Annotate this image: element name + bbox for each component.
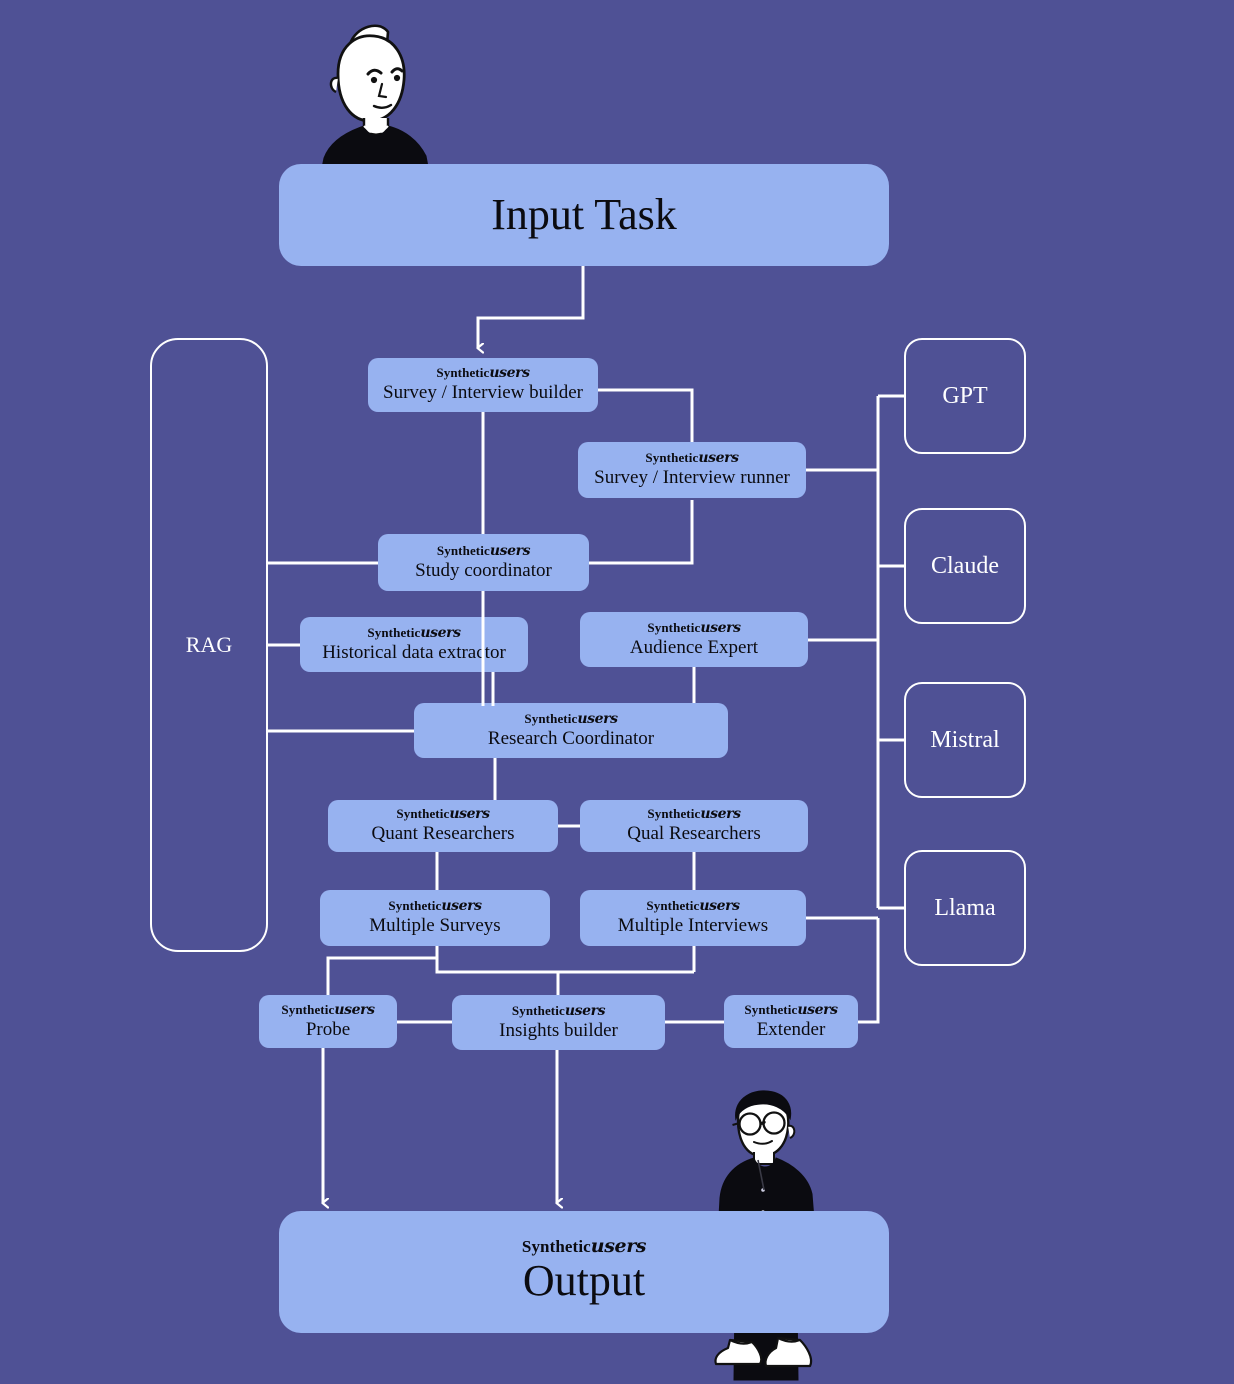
node-label: Multiple Surveys (369, 915, 501, 937)
node-probe[interactable]: Syntheticusers Probe (259, 995, 397, 1048)
node-label: Mistral (930, 727, 1000, 753)
brand-logo: Syntheticusers (521, 1235, 647, 1258)
brand-logo: Syntheticusers (396, 806, 490, 823)
node-multiple-interviews[interactable]: Syntheticusers Multiple Interviews (580, 890, 806, 946)
node-label: Output (522, 1256, 646, 1306)
brand-logo: Syntheticusers (645, 450, 739, 467)
node-rag[interactable]: RAG (150, 338, 268, 952)
node-llm-claude[interactable]: Claude (904, 508, 1026, 624)
node-label: Insights builder (499, 1019, 618, 1041)
node-label: Audience Expert (629, 636, 759, 658)
node-survey-interview-builder[interactable]: Syntheticusers Survey / Interview builde… (368, 358, 598, 412)
node-label: Survey / Interview runner (594, 467, 790, 489)
brand-logo: Syntheticusers (744, 1001, 838, 1018)
node-insights-builder[interactable]: Syntheticusers Insights builder (452, 995, 665, 1050)
node-label: Probe (305, 1018, 351, 1040)
node-llm-gpt[interactable]: GPT (904, 338, 1026, 454)
node-quant-researchers[interactable]: Syntheticusers Quant Researchers (328, 800, 558, 852)
node-label: Survey / Interview builder (383, 382, 583, 404)
node-label: Claude (931, 553, 999, 579)
node-label: Research Coordinator (487, 727, 655, 749)
wire-builder-to-runner (598, 388, 694, 442)
brand-logo: Syntheticusers (281, 1001, 375, 1018)
node-audience-expert[interactable]: Syntheticusers Audience Expert (580, 612, 808, 667)
node-label: Quant Researchers (371, 823, 515, 845)
node-label: Input Task (491, 189, 677, 239)
node-output[interactable]: Syntheticusers Output (279, 1211, 889, 1333)
node-label: Multiple Interviews (617, 915, 769, 937)
wire-junction-to-probe (326, 956, 437, 995)
node-research-coordinator[interactable]: Syntheticusers Research Coordinator (414, 703, 728, 758)
brand-logo: Syntheticusers (436, 542, 531, 559)
node-label: Study coordinator (415, 559, 552, 581)
brand-logo: Syntheticusers (436, 365, 530, 382)
node-label: Extender (756, 1018, 826, 1040)
wire-input-to-survey-builder (478, 266, 585, 348)
wire-extender-to-llm-bus (858, 918, 880, 1024)
brand-logo: Syntheticusers (646, 898, 740, 915)
node-label: GPT (942, 383, 988, 409)
brand-logo: Syntheticusers (367, 624, 461, 641)
brand-logo: Syntheticusers (647, 619, 741, 636)
node-extender[interactable]: Syntheticusers Extender (724, 995, 858, 1048)
node-multiple-surveys[interactable]: Syntheticusers Multiple Surveys (320, 890, 550, 946)
node-llm-mistral[interactable]: Mistral (904, 682, 1026, 798)
node-label: Llama (934, 895, 996, 921)
node-label: Qual Researchers (627, 823, 761, 845)
wire-surveys-junction (435, 946, 694, 974)
node-input-task[interactable]: Input Task (279, 164, 889, 266)
node-historical-data-extractor[interactable]: Syntheticusers Historical data extractor (300, 617, 528, 672)
person-bottom-legs (714, 1336, 813, 1368)
node-label: Historical data extractor (322, 641, 506, 663)
brand-logo: Syntheticusers (524, 710, 618, 727)
brand-logo: Syntheticusers (388, 898, 482, 915)
wire-runner-to-study-coordinator (589, 500, 694, 565)
node-qual-researchers[interactable]: Syntheticusers Qual Researchers (580, 800, 808, 852)
node-study-coordinator[interactable]: Syntheticusers Study coordinator (378, 534, 589, 591)
node-survey-interview-runner[interactable]: Syntheticusers Survey / Interview runner (578, 442, 806, 498)
node-label: RAG (185, 632, 233, 657)
node-llm-llama[interactable]: Llama (904, 850, 1026, 966)
brand-logo: Syntheticusers (511, 1002, 606, 1019)
brand-logo: Syntheticusers (647, 806, 741, 823)
